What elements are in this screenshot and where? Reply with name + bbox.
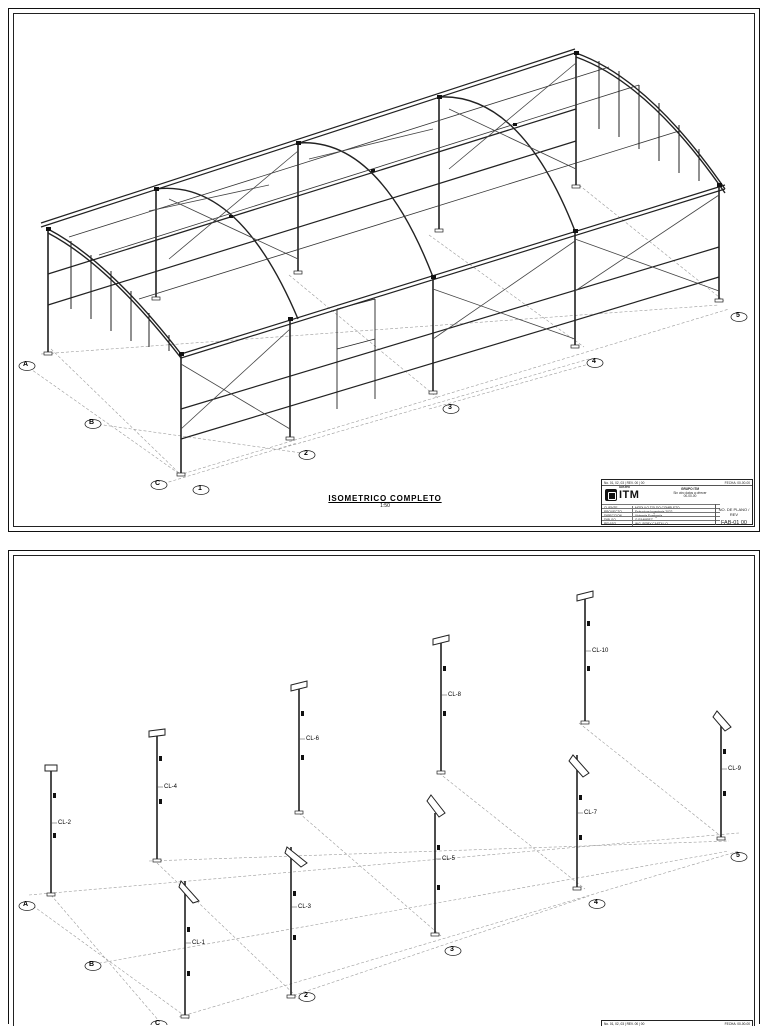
title-block-header: GRUPO ITM Sin otro datos a ofrecer 00-00… bbox=[668, 487, 712, 499]
columns bbox=[47, 53, 720, 475]
row-value: Vivienda Fumigada bbox=[632, 513, 662, 518]
title-block-row: DIRECCION Vivienda Fumigada bbox=[602, 512, 720, 518]
header-line-2: Sin otro datos a ofrecer bbox=[673, 490, 707, 495]
grid-label-2: 2 bbox=[304, 450, 308, 457]
company-logo: GRUPO ITM bbox=[605, 485, 641, 502]
title-block-top-row: No. 01, 02, 03 | REV. 00 | 00 FECHA: 00-… bbox=[602, 480, 752, 486]
column-tag-cl-4: CL-4 bbox=[164, 784, 178, 790]
title-block-top-left: No. 01, 02, 03 | REV. 00 | 00 bbox=[604, 480, 645, 485]
grid-label-3: 3 bbox=[448, 404, 452, 411]
grid-label-a: A bbox=[23, 901, 29, 908]
grid-label-5: 5 bbox=[736, 852, 740, 859]
plan-number-label: NO. DE PLANO / REV bbox=[718, 507, 750, 517]
column-heads bbox=[44, 590, 732, 904]
drawing-title: ISOMETRICO COMPLETO bbox=[328, 494, 442, 503]
x-bracing bbox=[148, 62, 720, 430]
column-brackets bbox=[53, 621, 726, 976]
drawing-sheet-columns: CL-2 CL-4 CL-6 CL-8 CL-10 CL-1 CL-3 CL-5… bbox=[8, 550, 760, 1027]
grid-bubbles bbox=[18, 312, 748, 495]
drawing-sheet-isometric: A B C 1 2 3 4 5 ISOMETRICO COMPLETO 1:50… bbox=[8, 8, 760, 532]
title-block-row: DIBUJO G.RAMIREZ bbox=[602, 516, 720, 522]
grid-label-b: B bbox=[89, 419, 95, 426]
grid-bubbles bbox=[18, 852, 748, 1025]
row-value: ING. ROBY CASTILLO bbox=[632, 521, 668, 526]
sheet-border bbox=[13, 555, 755, 1026]
column-tag-cl-8: CL-8 bbox=[448, 692, 462, 698]
drawing-title-block: ISOMETRICO COMPLETO 1:50 bbox=[321, 494, 449, 509]
column-tag-cl-7: CL-7 bbox=[584, 810, 598, 816]
row-key: DIBUJO bbox=[604, 517, 616, 522]
row-key: REVISO bbox=[604, 521, 617, 526]
column-tag-cl-3: CL-3 bbox=[298, 904, 312, 910]
column-tag-cl-2: CL-2 bbox=[58, 820, 72, 826]
itm-logo-icon bbox=[605, 489, 617, 501]
roof-purlins bbox=[68, 66, 680, 300]
drawing-scale: 1:50 bbox=[380, 503, 390, 509]
column-shafts bbox=[50, 595, 722, 1017]
sheet-border bbox=[13, 13, 755, 527]
logo-group-text: GRUPO bbox=[619, 485, 631, 489]
column-layout-drawing bbox=[18, 590, 748, 1025]
door-frame bbox=[336, 298, 376, 409]
plan-number-box: NO. DE PLANO / REV FAB-01 00 bbox=[715, 504, 752, 526]
row-value: MODULO TOLDO COMPLETO bbox=[632, 505, 679, 510]
grid-label-a: A bbox=[23, 361, 29, 368]
grid-label-4: 4 bbox=[594, 899, 598, 906]
column-tag-cl-9: CL-9 bbox=[728, 766, 742, 772]
grid-label-c: C bbox=[155, 480, 161, 487]
floor-grid bbox=[24, 184, 730, 486]
header-line-3: 00-00-00 bbox=[683, 494, 697, 499]
grid-label-b: B bbox=[89, 961, 95, 968]
title-block: No. 01, 02, 03 | REV. 00 | 00 FECHA: 00-… bbox=[601, 479, 753, 526]
column-tag-cl-10: CL-10 bbox=[592, 648, 609, 654]
end-wall-studs bbox=[70, 61, 700, 351]
row-key: DIRECCION bbox=[604, 513, 622, 518]
column-tag-cl-5: CL-5 bbox=[442, 856, 456, 862]
title-block-row: CLIENTE MODULO TOLDO COMPLETO bbox=[602, 504, 720, 510]
eave-beams bbox=[40, 48, 726, 440]
logo-word: ITM bbox=[619, 489, 640, 501]
column-tag-cl-1: CL-1 bbox=[192, 940, 206, 946]
grid-label-5: 5 bbox=[736, 312, 740, 319]
title-block-row: REVISO ING. ROBY CASTILLO bbox=[602, 520, 720, 526]
grid-label-4: 4 bbox=[592, 358, 596, 365]
grid-label-2: 2 bbox=[304, 992, 308, 999]
plan-number: FAB-01 00 bbox=[721, 520, 747, 526]
isometric-structure-drawing bbox=[18, 48, 748, 495]
header-line-1: GRUPO ITM bbox=[680, 487, 700, 491]
roof-arches bbox=[47, 52, 726, 359]
column-tag-cl-6: CL-6 bbox=[306, 736, 320, 742]
connection-nodes bbox=[46, 51, 722, 356]
title-block-top-row: No. 01, 02, 03 | REV. 00 | 00 FECHA: 00-… bbox=[601, 1020, 753, 1026]
row-value: G.RAMIREZ bbox=[632, 517, 653, 522]
title-block-row: PROYECTO Estructura Ingenieria 2022 bbox=[602, 508, 720, 514]
base-plates bbox=[46, 720, 726, 1019]
grid-label-1: 1 bbox=[198, 485, 202, 492]
row-key: CLIENTE bbox=[604, 505, 618, 510]
grid-label-3: 3 bbox=[450, 946, 454, 953]
base-plates bbox=[43, 184, 724, 477]
row-value: Estructura Ingenieria 2022 bbox=[632, 509, 672, 514]
floor-grid bbox=[28, 722, 740, 1022]
row-key: PROYECTO bbox=[604, 509, 622, 514]
tag-leaders bbox=[51, 650, 727, 944]
title-block-date: FECHA: 00-00-00 bbox=[724, 480, 750, 485]
